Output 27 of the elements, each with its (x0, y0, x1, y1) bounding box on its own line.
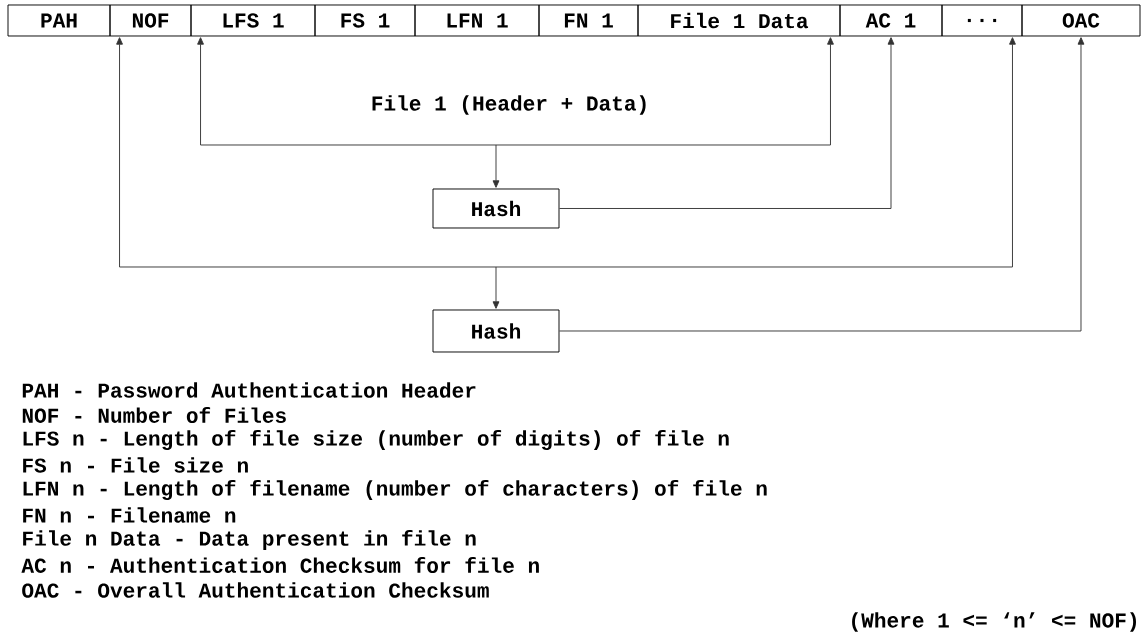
field-box: FN 1 (538, 4, 639, 37)
bracket-label: File 1 (Header + Data) (372, 95, 646, 115)
definition-text: OAC - Overall Authentication Checksum (22, 582, 489, 598)
definition-text: LFN n - Length of filename (number of characters) of file n (23, 479, 767, 500)
field-box: File 1 Data (637, 4, 841, 37)
definition-text: AC n - Authentication Checksum for file n (21, 557, 539, 573)
field-box: OAC (1021, 4, 1141, 37)
arrow (559, 37, 1085, 332)
definition-text: FS n - File size n (23, 457, 248, 473)
field-box: NOF (109, 4, 192, 37)
arrow (559, 37, 895, 209)
bracket-arrow (116, 37, 1016, 309)
definition-text: LFS n - Length of file size (number of digits) of file n (23, 429, 729, 450)
field-box: LFS 1 (190, 4, 316, 37)
definition-text: NOF - Number of Files (22, 407, 286, 423)
field-box: PAH (7, 4, 111, 37)
field-box: AC 1 (839, 4, 943, 37)
hash-box: Hash (432, 309, 560, 353)
note-text: (Where 1 <= ‘n’ <= NOF) (852, 612, 1136, 632)
bracket-arrow (197, 37, 834, 188)
definition-text: File n Data - Data present in file n (23, 530, 476, 550)
field-box: LFN 1 (414, 4, 540, 37)
hash-box: Hash (432, 188, 560, 229)
definition-text: FN n - Filename n (23, 507, 236, 523)
definition-text: PAH - Password Authentication Header (22, 382, 476, 398)
field-box: ... (941, 4, 1023, 37)
field-box: FS 1 (314, 4, 416, 37)
